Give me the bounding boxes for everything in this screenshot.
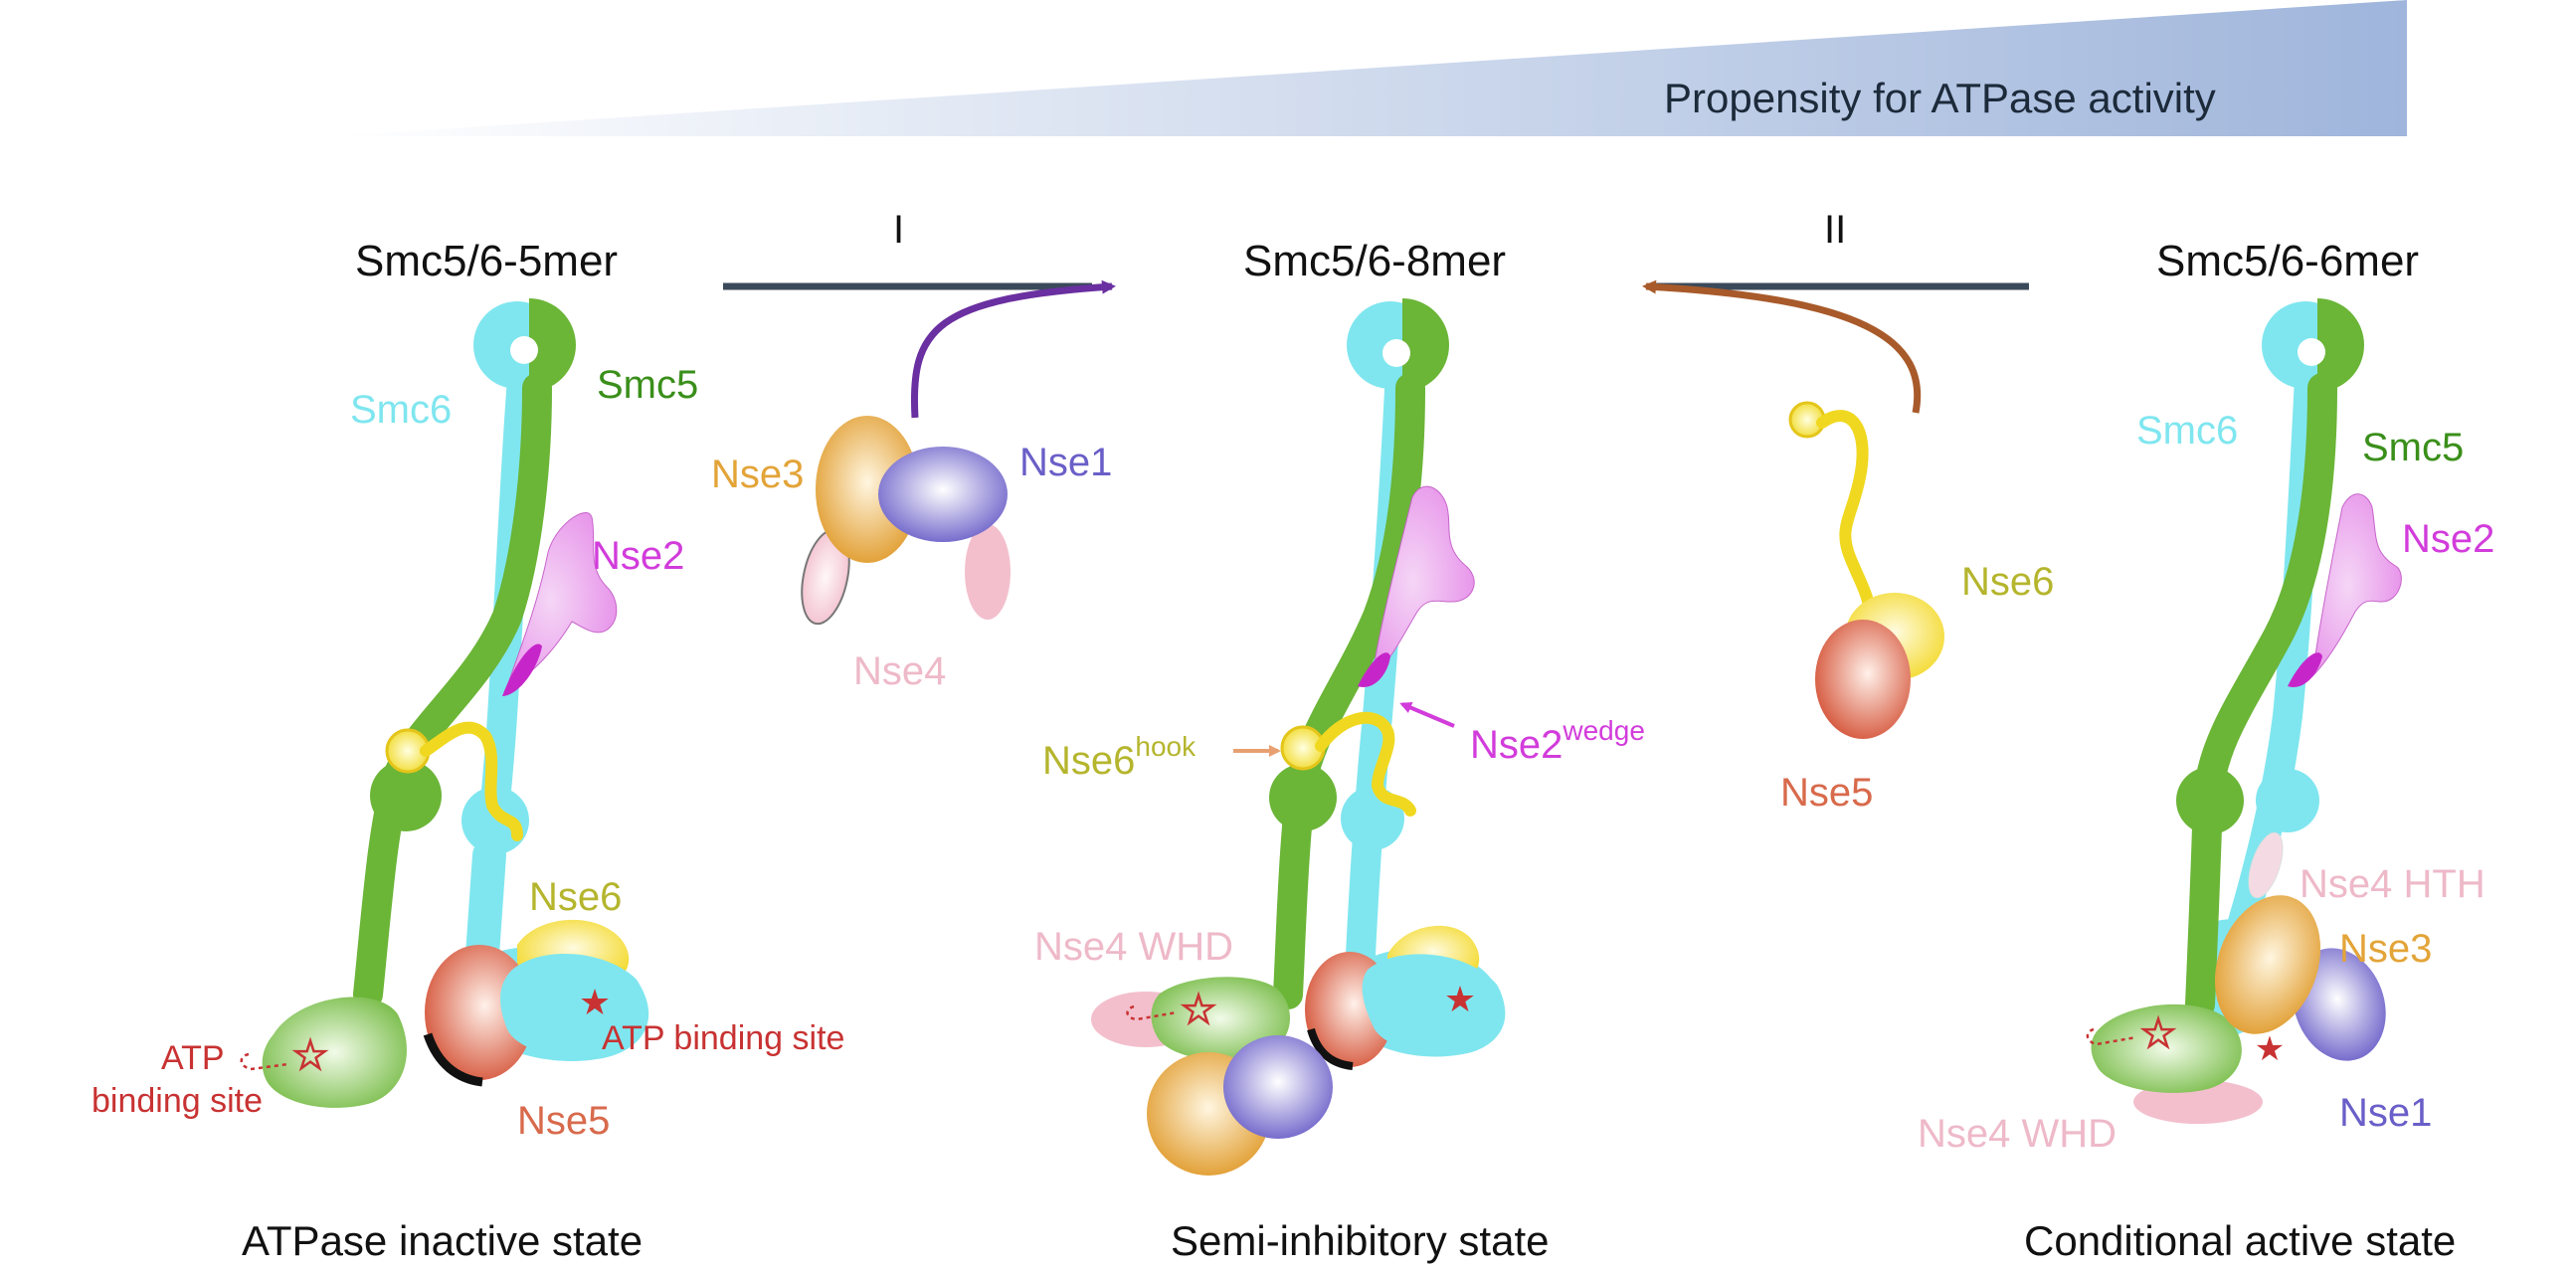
nse3-bound-6mer — [2214, 895, 2321, 1034]
nse1-bound-8mer — [1223, 1035, 1333, 1139]
atp-leader-5mer — [240, 1052, 289, 1071]
smc5-head — [1151, 977, 1290, 1060]
smc5-arm — [1273, 373, 1425, 1009]
label-nse4-free: Nse4 — [853, 649, 946, 693]
transition-two: II — [1642, 208, 2029, 414]
nse2-wedge-shape — [502, 643, 542, 696]
state-label-6mer: Conditional active state — [2024, 1217, 2456, 1264]
label-smc6-5mer: Smc6 — [350, 388, 452, 432]
atp-leader-8mer — [1126, 1004, 1178, 1021]
smc5-head — [2091, 1003, 2242, 1093]
free-nse5-nse6: Nse6 Nse5 — [1780, 401, 2054, 815]
nse6-free-linker — [1816, 410, 1876, 623]
label-nse2-wedge-base: Nse2 — [1470, 723, 1563, 767]
nse5-edge — [423, 1032, 483, 1087]
label-smc6-6mer: Smc6 — [2136, 409, 2238, 453]
smc5-arm — [2185, 373, 2337, 1019]
arrow-nse5-6-binding — [1642, 279, 1922, 414]
nse4-piece-right — [965, 524, 1011, 620]
arrow-to-nse2-wedge — [1399, 701, 1455, 728]
label-nse5-5mer: Nse5 — [517, 1099, 610, 1143]
smc5-hinge — [2317, 298, 2364, 392]
label-nse6-free: Nse6 — [1961, 560, 2054, 604]
smc5-arm — [353, 373, 552, 1009]
nse1-free — [878, 447, 1008, 542]
hinge-hole — [2298, 338, 2325, 366]
smc5-head — [262, 997, 407, 1108]
label-nse5-free: Nse5 — [1780, 771, 1873, 815]
nse5-edge — [1307, 1027, 1354, 1070]
atp-star-outline-5mer: ★ — [293, 1035, 327, 1077]
smc5-hinge — [1402, 298, 1449, 392]
atp-star-filled-8mer: ★ — [1444, 979, 1476, 1019]
label-nse2-6mer: Nse2 — [2402, 517, 2494, 561]
atp-star-filled-5mer: ★ — [579, 982, 611, 1022]
arrow-nse1-3-4-binding — [910, 279, 1116, 419]
gradient-wedge — [333, 0, 2407, 136]
label-hook-sup: hook — [1135, 731, 1196, 762]
nse5-free-body — [1815, 620, 1911, 739]
transition-one: I — [723, 208, 1116, 419]
smc6-head-front — [1362, 954, 1505, 1056]
label-nse2-5mer: Nse2 — [592, 534, 684, 578]
complex-8mer: ★ ★ Nse6hook Nse2wedge Nse4 WHD Semi-inh… — [1034, 298, 1645, 1264]
state-label-5mer: ATPase inactive state — [242, 1217, 643, 1264]
smc5-joint — [2176, 767, 2244, 834]
nse2-body — [506, 512, 618, 687]
propensity-label: Propensity for ATPase activity — [1664, 75, 2216, 121]
hinge-hole — [1382, 339, 1410, 367]
atp-star-outline-6mer: ★ — [2141, 1013, 2175, 1055]
label-nse6-hook-base: Nse6 — [1042, 739, 1135, 783]
label-nse1-free: Nse1 — [1019, 441, 1112, 484]
label-nse3-6mer: Nse3 — [2339, 927, 2432, 971]
complex-5mer: ★ ★ Smc6 Smc5 Nse2 Nse6 Nse5 ATP binding… — [92, 298, 844, 1264]
label-smc5-6mer: Smc5 — [2362, 426, 2464, 469]
label-nse4-whd-8mer: Nse4 WHD — [1034, 925, 1233, 969]
smc5-joint — [1269, 764, 1337, 831]
title-6mer: Smc5/6-6mer — [2156, 237, 2419, 285]
label-wedge-sup: wedge — [1562, 715, 1645, 746]
nse6-linker — [1315, 711, 1416, 817]
nse2-body — [2311, 493, 2402, 678]
label-atp-site-5mer: ATP binding site — [602, 1019, 844, 1057]
free-nse1-nse3-nse4: Nse3 Nse1 Nse4 — [711, 416, 1112, 693]
nse3-free — [816, 416, 919, 563]
label-nse4-hth: Nse4 HTH — [2300, 862, 2485, 906]
title-5mer: Smc5/6-5mer — [355, 237, 618, 285]
nse2-wedge-shape — [1358, 652, 1390, 687]
atp-star-outline-8mer: ★ — [1182, 990, 1215, 1031]
nse2-body — [1372, 485, 1475, 678]
label-smc5-5mer: Smc5 — [597, 363, 698, 407]
hinge-hole — [510, 336, 538, 364]
label-nse6-hook: Nse6hook — [1042, 731, 1196, 783]
atp-star-filled-6mer: ★ — [2255, 1030, 2285, 1068]
label-atp-line2-5mer: binding site — [92, 1082, 263, 1120]
nse4-hth — [2248, 831, 2284, 899]
complex-6mer: ★ ★ Smc6 Smc5 Nse2 Nse4 HTH Nse3 Nse1 Ns… — [1918, 298, 2494, 1264]
state-label-8mer: Semi-inhibitory state — [1171, 1217, 1549, 1264]
label-nse2-wedge: Nse2wedge — [1470, 715, 1645, 767]
smc5-joint — [370, 760, 442, 831]
label-nse4-whd-6mer: Nse4 WHD — [1918, 1112, 2116, 1156]
nse6-linker — [420, 721, 523, 841]
smc5-hinge — [529, 298, 576, 392]
label-nse3-free: Nse3 — [711, 453, 804, 496]
propensity-gradient: Propensity for ATPase activity — [333, 0, 2407, 136]
label-nse6-5mer: Nse6 — [529, 875, 622, 919]
nse2-wedge-shape — [2288, 652, 2322, 687]
title-8mer: Smc5/6-8mer — [1243, 237, 1506, 285]
transition-one-label: I — [893, 208, 904, 252]
label-nse1-6mer: Nse1 — [2339, 1091, 2432, 1135]
smc6-joint — [2256, 769, 2319, 832]
transition-two-label: II — [1824, 208, 1846, 252]
smc6-lower-arm — [465, 838, 506, 972]
smc6-head-front — [500, 953, 647, 1058]
label-atp-line1-5mer: ATP — [161, 1039, 225, 1077]
atp-leader-6mer — [2086, 1027, 2137, 1046]
